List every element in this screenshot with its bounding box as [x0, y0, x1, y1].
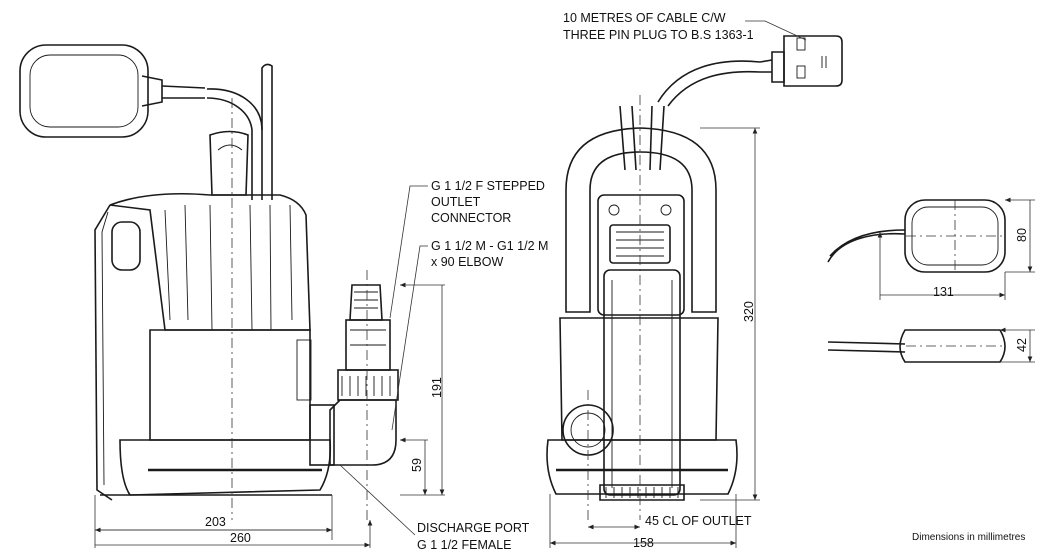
body-front: [559, 317, 719, 441]
units-note: Dimensions in millimetres: [912, 532, 1025, 543]
dim-80: 80: [1015, 228, 1029, 242]
three-pin-plug: [771, 35, 843, 87]
float-switch-side-view: [827, 330, 1035, 362]
pump-front-view: [546, 20, 843, 520]
dim-59: 59: [410, 458, 424, 472]
float-switch-side: [19, 44, 263, 200]
callout-discharge-2: G 1 1/2 FEMALE: [417, 538, 511, 552]
handle-front: [565, 127, 717, 313]
float-switch-top-view: [827, 200, 1035, 300]
dimension-lines-front: [549, 127, 760, 548]
dim-131: 131: [933, 285, 954, 299]
top-panel: [597, 194, 685, 316]
cable-front: [657, 59, 773, 107]
dimension-lines-side: [94, 185, 445, 548]
outlet-connector-side: [309, 284, 399, 466]
callout-cable-2: THREE PIN PLUG TO B.S 1363-1: [563, 28, 754, 42]
handle-side: [209, 130, 249, 196]
dim-42: 42: [1015, 338, 1029, 352]
dim-203: 203: [205, 515, 226, 529]
callout-elbow-2: x 90 ELBOW: [431, 255, 503, 269]
dim-320: 320: [742, 301, 756, 322]
callout-discharge-1: DISCHARGE PORT: [417, 521, 530, 535]
rear-handle: [111, 221, 141, 271]
callout-stepped-1: G 1 1/2 F STEPPED: [431, 179, 545, 193]
base-side: [119, 439, 332, 496]
callout-stepped-2: OUTLET: [431, 195, 481, 209]
dim-191: 191: [430, 377, 444, 398]
callout-stepped-3: CONNECTOR: [431, 211, 511, 225]
pump-side-view: [19, 44, 399, 520]
centre-column: [603, 269, 681, 496]
callout-elbow-1: G 1 1/2 M - G1 1/2 M: [431, 239, 548, 253]
callout-cable-1: 10 METRES OF CABLE C/W: [563, 11, 726, 25]
dim-158: 158: [633, 536, 654, 550]
cable-side: [261, 63, 273, 200]
dim-260: 260: [230, 531, 251, 545]
lower-body-side: [149, 329, 311, 441]
upper-body-side: [109, 192, 311, 331]
base-front: [546, 439, 738, 495]
cl-outlet-label: 45 CL OF OUTLET: [645, 514, 752, 528]
